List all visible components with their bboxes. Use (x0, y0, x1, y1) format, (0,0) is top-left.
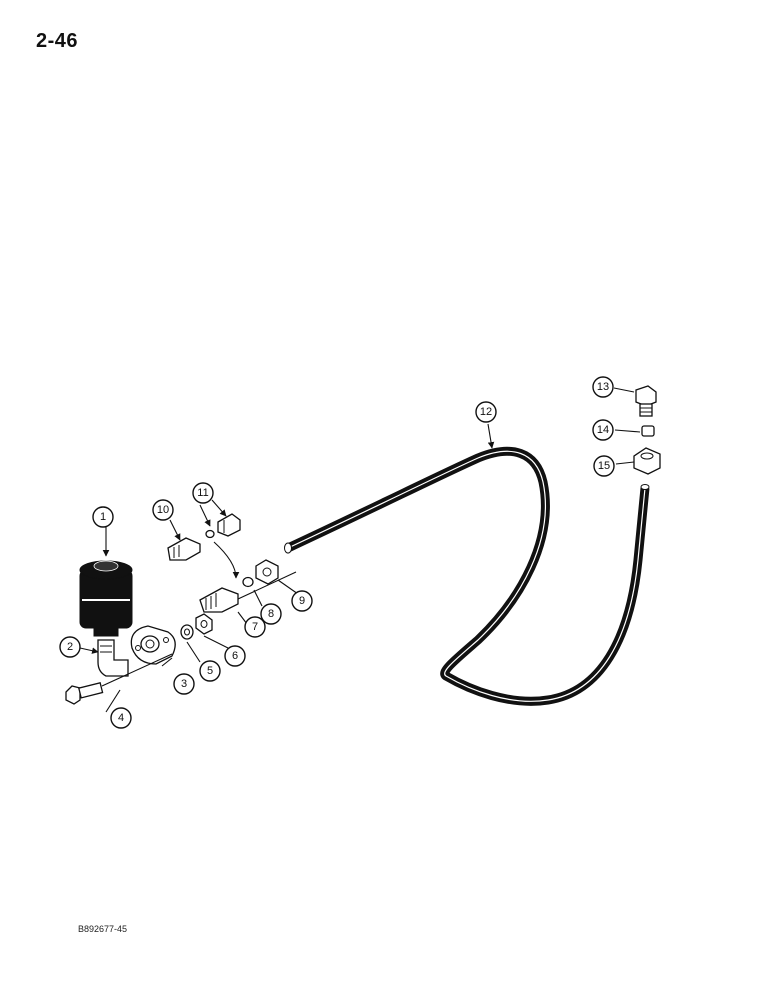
svg-text:5: 5 (207, 665, 213, 677)
connector-part-10 (167, 537, 201, 561)
callout-14: 14 (592, 419, 614, 441)
alternate-arrow (213, 541, 240, 579)
callout-12: 12 (475, 401, 497, 423)
callout-4: 4 (110, 707, 132, 729)
svg-text:6: 6 (232, 650, 238, 662)
flange-adapter-part-3 (130, 625, 176, 665)
callout-5: 5 (199, 660, 221, 682)
svg-text:9: 9 (299, 595, 305, 607)
svg-text:8: 8 (268, 608, 274, 620)
svg-text:1: 1 (100, 511, 106, 523)
svg-text:2: 2 (67, 641, 73, 653)
fitting-part-13 (635, 385, 657, 417)
callout-7: 7 (244, 616, 266, 638)
svg-text:12: 12 (480, 406, 492, 418)
sleeve-part-8 (242, 576, 254, 588)
callout-1: 1 (92, 506, 114, 528)
callout-8: 8 (260, 603, 282, 625)
bolt-part-4 (65, 653, 173, 705)
svg-text:14: 14 (597, 424, 609, 436)
callout-15: 15 (593, 455, 615, 477)
filter-part-1 (79, 560, 133, 637)
callout-11: 11 (192, 482, 214, 504)
fitting-part-11 (205, 513, 241, 539)
callout-13: 13 (592, 376, 614, 398)
tube-nut-part-9 (255, 559, 279, 585)
svg-text:4: 4 (118, 712, 124, 724)
callout-10: 10 (152, 499, 174, 521)
sleeve-part-14 (641, 425, 655, 437)
callout-2: 2 (59, 636, 81, 658)
svg-text:3: 3 (181, 678, 187, 690)
svg-text:7: 7 (252, 621, 258, 633)
washer-part-5 (180, 624, 194, 640)
connector-part-7 (199, 571, 297, 613)
svg-text:10: 10 (157, 504, 169, 516)
elbow-fitting-part-2 (97, 639, 129, 677)
callout-9: 9 (291, 590, 313, 612)
tubing-part-12 (284, 446, 650, 706)
page-number: 2-46 (36, 30, 79, 52)
svg-text:15: 15 (598, 460, 610, 472)
svg-text:11: 11 (197, 487, 208, 499)
svg-text:13: 13 (597, 381, 609, 393)
callout-3: 3 (173, 673, 195, 695)
nut-part-15 (633, 447, 661, 475)
leader-lines (79, 387, 641, 713)
nut-part-6 (195, 613, 213, 635)
figure-id: B892677-45 (78, 924, 128, 934)
callout-6: 6 (224, 645, 246, 667)
